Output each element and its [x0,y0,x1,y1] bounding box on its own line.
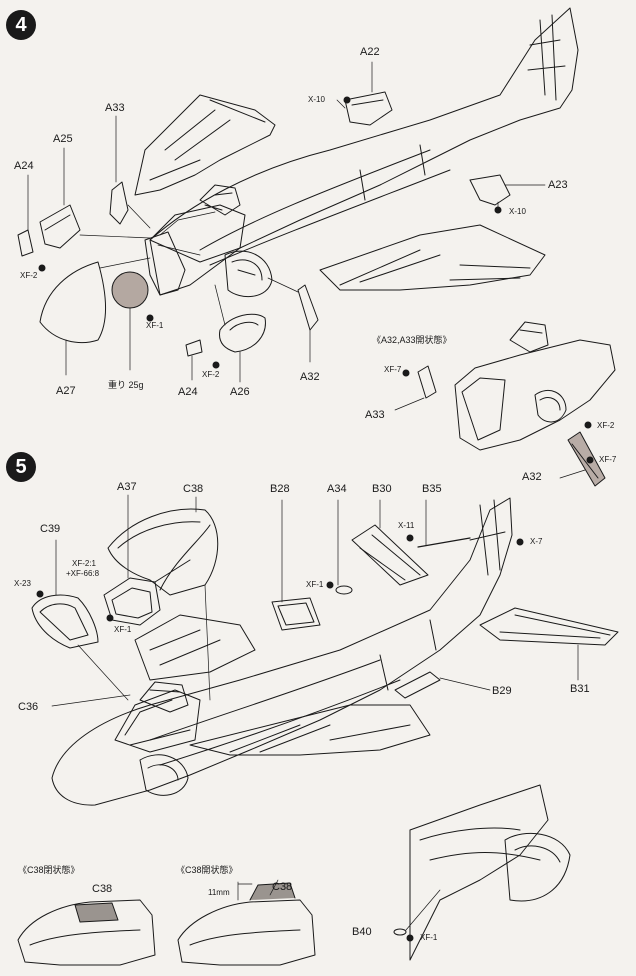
part-label-b31: B31 [570,683,590,695]
part-c38-drawing [107,508,219,596]
step4-fuselage [149,7,579,296]
screw-label-x10-a: X-10 [308,95,325,104]
part-label-a24: A24 [14,160,34,172]
part-label-b30: B30 [372,483,392,495]
part-a32-drawing [297,284,319,331]
part-label-c39: C39 [40,523,61,535]
gap-measure: 11mm [208,888,230,897]
step4-right-wing [319,224,546,291]
nose-weight [111,271,149,309]
part-a22-drawing [344,91,393,126]
part-label-a23: A23 [548,179,568,191]
part-label-a32: A32 [300,371,320,383]
part-label-c36: C36 [18,701,39,713]
screw-label-xf7-a: XF-7 [384,365,402,374]
closed-part-label: C38 [92,883,113,895]
screw-label-xf1-a: XF-1 [306,580,324,589]
part-c39-drawing [31,594,99,649]
part-label-a25: A25 [53,133,73,145]
part-label-b29: B29 [492,685,512,697]
part-b28-drawing [271,597,321,631]
part-a25-drawing [39,204,81,249]
step5-wing [189,704,431,756]
step5-cockpit [114,689,201,753]
part-label-b40: B40 [352,926,372,938]
step4-cockpit [149,204,246,263]
screw-label-x11: X-11 [398,521,415,530]
part-label-a32-b: A32 [522,471,542,483]
screw-label-xf7-b: XF-7 [599,455,617,464]
step-4-badge: 4 [6,10,36,40]
screw-label-x7: X-7 [530,537,543,546]
screw-label-xf2-b: XF-2 [202,370,220,379]
step4-left-wing [134,94,276,196]
part-label-a22: A22 [360,46,380,58]
part-label-c38: C38 [183,483,204,495]
screw-label-x23: X-23 [14,579,31,588]
glue-mix-2: +XF-66:8 [66,569,100,578]
weight-note: 重り 25g [108,380,144,390]
part-a27-drawing [39,261,106,343]
part-b30-drawing [351,524,429,586]
open-caption: 《C38開状態》 [176,865,238,875]
screw-label-xf1-b: XF-1 [114,625,132,634]
part-a23-drawing [469,174,511,206]
part-label-a33-b: A33 [365,409,385,421]
part-label-a33: A33 [105,102,125,114]
closed-state-inset [17,899,156,966]
b40-inset [393,784,571,961]
part-label-a24-b: A24 [178,386,198,398]
open-state-inset-c38 [177,879,316,966]
step-5-badge: 5 [6,452,36,482]
part-label-a26: A26 [230,386,250,398]
glue-mix-1: XF-2:1 [72,559,97,568]
part-b31-drawing [479,607,619,646]
screw-label-xf2-a: XF-2 [20,271,38,280]
part-b29-drawing [394,671,441,699]
screw-label-xf1: XF-1 [146,321,164,330]
screw-label-xf2-c: XF-2 [597,421,615,430]
screw-label-x10-b: X-10 [509,207,526,216]
open-state-inset [394,321,616,487]
part-a26-drawing [219,313,266,353]
closed-caption: 《C38閉状態》 [18,865,80,875]
part-label-a27: A27 [56,385,76,397]
screw-label-xf1-c: XF-1 [420,933,438,942]
part-label-a37: A37 [117,481,137,493]
part-label-a34: A34 [327,483,347,495]
open-state-caption: 《A32,A33開状態》 [372,335,452,345]
part-label-b35: B35 [422,483,442,495]
step5-fuselage [51,497,513,806]
part-label-b28: B28 [270,483,290,495]
open-part-label: C38 [272,881,293,893]
